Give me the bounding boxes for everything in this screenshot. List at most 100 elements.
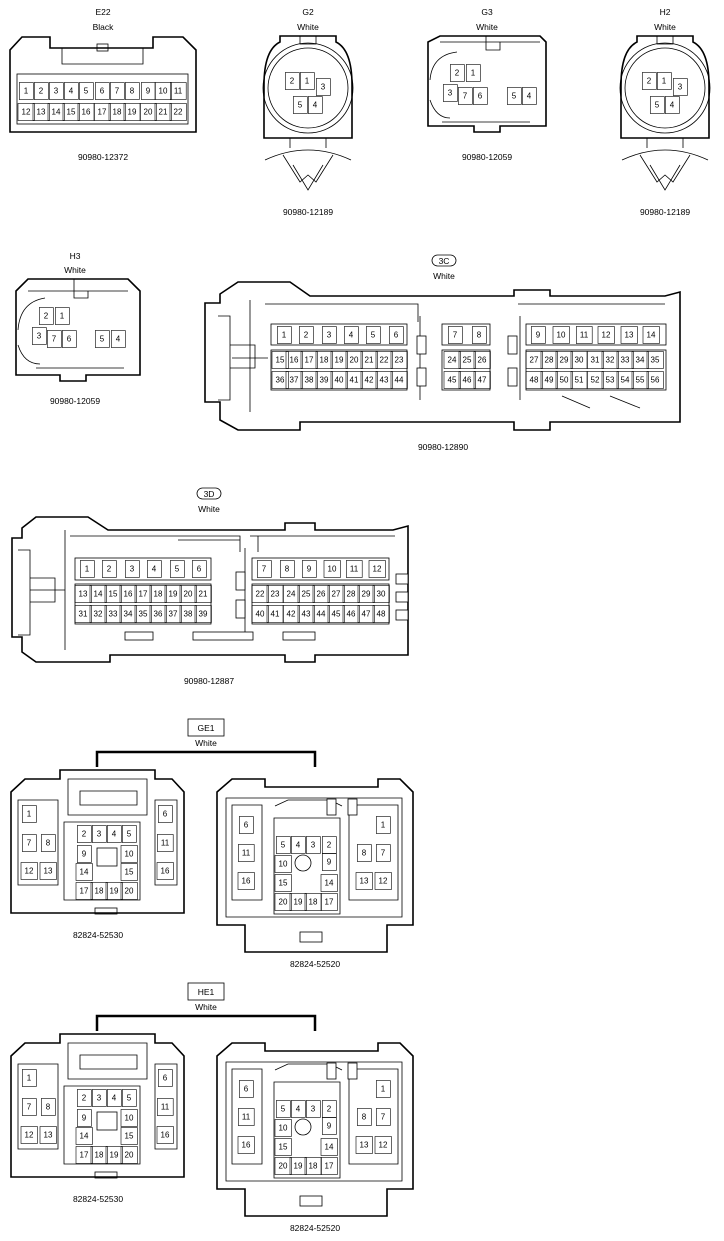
he1-left-pin: 1	[27, 1074, 32, 1083]
3c-pin: 48	[530, 376, 539, 385]
pin-cell	[298, 326, 314, 344]
pin-cell	[125, 560, 140, 578]
pin-cell	[540, 351, 558, 369]
he1-right-pin: 5	[281, 1105, 286, 1114]
pin-cell	[315, 351, 333, 369]
3d-pin: 8	[285, 565, 290, 574]
e22-pin: 1	[24, 87, 29, 96]
e22-pin: 19	[128, 108, 137, 117]
pin-cell	[345, 371, 363, 389]
ge1-left-housing	[10, 769, 185, 914]
ge1-right-pin: 14	[325, 879, 334, 888]
pin-cell	[105, 882, 123, 900]
pin-cell	[38, 307, 54, 325]
he1-right-pin: 6	[244, 1085, 249, 1094]
ge1-right-pin: 20	[279, 898, 288, 907]
pin-cell	[355, 1136, 373, 1154]
ge1-left-pin: 17	[80, 887, 89, 896]
pin-cell	[48, 82, 64, 100]
h3-housing	[15, 278, 141, 382]
pin-cell	[110, 82, 125, 100]
pin-cell	[239, 816, 254, 834]
h2-code: H2	[660, 7, 671, 17]
he1-left-pins: 1 7 8 12 13 2 3 4 5 9 10 14 15 17 18 19 …	[20, 1069, 174, 1164]
ge1-code-box	[187, 718, 225, 737]
pin-cell	[327, 605, 345, 623]
3d-cavity-bottom-b	[251, 583, 390, 625]
he1-right-pin: 10	[279, 1124, 288, 1133]
3c-pin: 37	[290, 376, 299, 385]
he1-left-pin: 9	[82, 1114, 87, 1123]
h2-pin: 5	[655, 101, 660, 110]
ge1-left-pin: 10	[125, 850, 134, 859]
pin-cell	[108, 103, 126, 121]
e22-pin: 17	[98, 108, 107, 117]
pin-cell	[156, 862, 174, 880]
pin-cell	[75, 1127, 93, 1145]
pin-cell	[305, 1100, 321, 1118]
3c-code-badge	[431, 254, 457, 267]
ge1-right-pin: 11	[242, 849, 251, 858]
pin-cell	[327, 585, 345, 603]
pin-cell	[275, 836, 291, 854]
e22-pin: 20	[144, 108, 153, 117]
pin-cell	[360, 351, 378, 369]
3c-pin: 50	[560, 376, 569, 385]
3d-slot	[124, 631, 154, 641]
pin-cell	[374, 872, 392, 890]
pin-cell	[321, 836, 337, 854]
pin-cell	[119, 605, 137, 623]
pin-cell	[64, 82, 79, 100]
h2-pins: 2 1 3 5 4	[641, 72, 688, 114]
pin-cell	[154, 82, 172, 100]
e22-latch	[61, 48, 144, 65]
connector-3c: 3C White 1 2 3 4 5 6 7 8 9 10 11 12 13 1…	[204, 254, 681, 452]
pin-cell	[179, 605, 197, 623]
pin-cell	[179, 585, 197, 603]
pin-cell	[89, 605, 107, 623]
pin-cell	[122, 825, 137, 843]
ge1-left-pin: 13	[44, 867, 53, 876]
pin-cell	[47, 103, 65, 121]
pin-cell	[194, 605, 212, 623]
ge1-right-pin: 5	[281, 841, 286, 850]
3c-lock	[416, 335, 427, 355]
pin-cell	[237, 1136, 255, 1154]
pin-cell	[315, 78, 331, 96]
pin-cell	[345, 560, 363, 578]
pin-cell	[375, 351, 393, 369]
pin-cell	[170, 560, 185, 578]
e22-pin: 21	[159, 108, 168, 117]
pin-cell	[388, 326, 404, 344]
h3-pin: 6	[67, 335, 72, 344]
3c-housing	[204, 281, 681, 431]
3c-pin: 30	[575, 356, 584, 365]
3d-pin: 4	[152, 565, 157, 574]
3d-lock	[395, 609, 409, 621]
pin-cell	[62, 103, 80, 121]
pin-cell	[105, 1146, 123, 1164]
pin-cell	[289, 893, 307, 911]
3c-lock	[507, 335, 518, 355]
3d-pin: 28	[347, 590, 356, 599]
h3-hood	[17, 279, 128, 369]
3c-pin: 7	[453, 331, 458, 340]
g2-pin: 2	[290, 77, 295, 86]
3d-pin: 37	[169, 610, 178, 619]
3c-pin: 33	[621, 356, 630, 365]
pin-cell	[95, 330, 110, 348]
3d-pin: 17	[139, 590, 148, 599]
3c-pin: 35	[651, 356, 660, 365]
pin-cell	[320, 893, 338, 911]
3c-pin: 51	[575, 376, 584, 385]
pin-cell	[238, 844, 255, 862]
pin-cell	[75, 882, 93, 900]
pin-cell	[39, 1126, 57, 1144]
3d-cavity-bottom-a	[74, 583, 212, 625]
3d-lock	[395, 573, 409, 585]
g3-pin: 1	[471, 69, 476, 78]
pin-cell	[120, 863, 138, 881]
he1-right-pin: 11	[242, 1113, 251, 1122]
pin-cell	[120, 882, 138, 900]
3c-pin: 46	[463, 376, 472, 385]
